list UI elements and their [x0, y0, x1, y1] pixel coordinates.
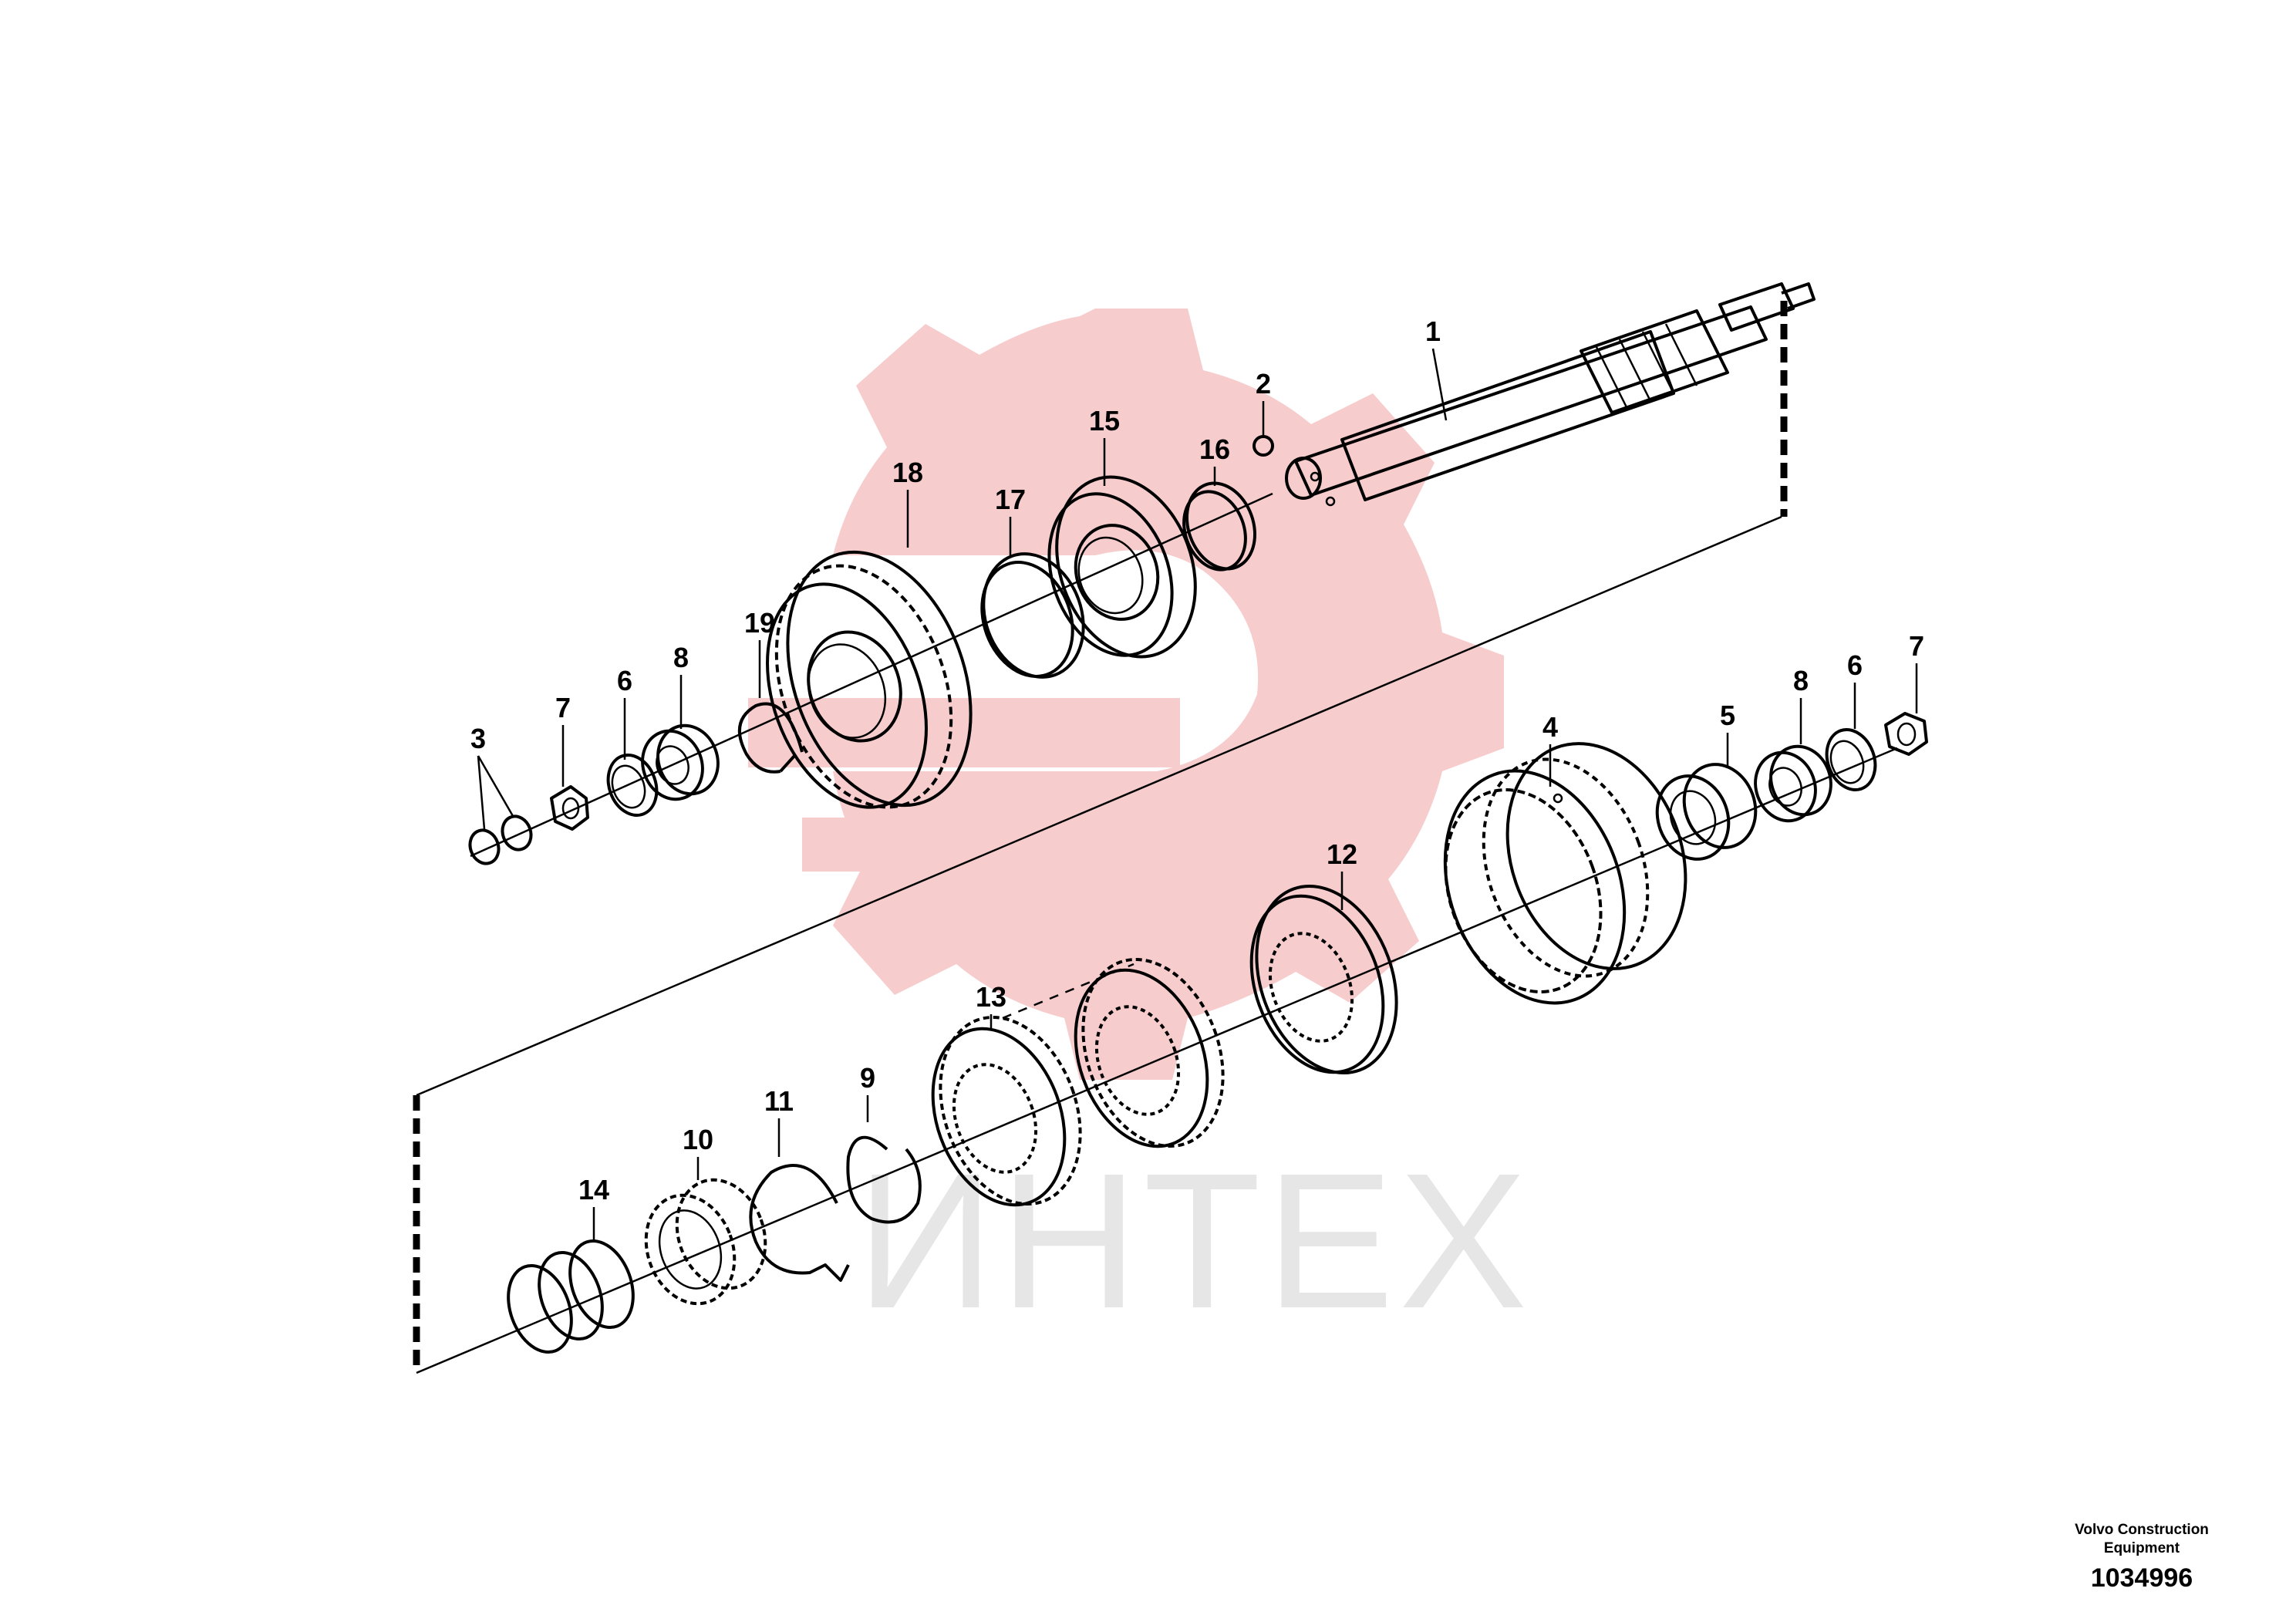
callout-11: 11 [764, 1085, 794, 1117]
leader-lines [477, 348, 1918, 1242]
ring-part-6-lower [1825, 728, 1877, 791]
snap-ring-part-9 [846, 1135, 922, 1224]
o-rings-part-3 [468, 814, 533, 865]
callout-3: 3 [470, 723, 486, 754]
callout-9: 9 [860, 1062, 875, 1094]
callout-8-upper: 8 [673, 642, 689, 673]
callout-13: 13 [976, 981, 1006, 1013]
ring-part-6-upper [606, 754, 659, 817]
drawing-number: 1034996 [2090, 1563, 2193, 1593]
circlip-part-11 [749, 1164, 850, 1282]
callout-2: 2 [1256, 368, 1271, 400]
manufacturer-label: Volvo Construction Equipment [2075, 1522, 2209, 1556]
disc-part-15 [1047, 475, 1197, 659]
callout-6-upper: 6 [617, 665, 632, 696]
disc-pack-part-13 [931, 957, 1225, 1207]
nut-part-7-upper [550, 785, 589, 831]
callout-6-lower: 6 [1847, 649, 1863, 681]
upper-axis-line [470, 492, 1273, 858]
callout-18: 18 [892, 457, 923, 488]
callout-16: 16 [1199, 433, 1230, 465]
callout-17: 17 [995, 484, 1026, 515]
callout-7-lower: 7 [1909, 630, 1924, 662]
lower-axis-line [416, 747, 1898, 1374]
bearing-part-8-upper [641, 723, 720, 801]
callout-5: 5 [1720, 700, 1735, 731]
callout-15: 15 [1089, 405, 1120, 437]
drawing-footer: Volvo Construction Equipment 1034996 [2053, 1521, 2230, 1595]
watermark-text: ИНТЕХ [856, 1133, 1532, 1348]
hub-part-10 [644, 1178, 767, 1306]
springs-part-14 [507, 1239, 635, 1354]
callout-10: 10 [683, 1124, 713, 1155]
callout-19: 19 [744, 607, 775, 639]
drum-part-4 [1443, 742, 1687, 1005]
nut-part-7-lower [1884, 712, 1928, 756]
callout-4: 4 [1542, 711, 1558, 743]
callout-7-upper: 7 [555, 692, 571, 723]
callout-12: 12 [1327, 838, 1357, 870]
bearing-part-8-lower [1754, 744, 1832, 823]
callout-8-lower: 8 [1793, 665, 1809, 696]
gear-part-18 [766, 550, 973, 809]
callout-14: 14 [578, 1174, 609, 1206]
ring-part-17 [980, 552, 1085, 679]
assembly-connector [413, 301, 1788, 1373]
snap-ring-part-19 [738, 702, 804, 774]
shaft-part-1 [1285, 282, 1816, 507]
callout-labels: 1 2 16 15 17 18 19 8 6 7 3 7 6 8 5 4 12 … [470, 315, 1924, 1206]
disc-part-12 [1249, 884, 1398, 1075]
bearing-part-5 [1655, 763, 1758, 861]
callout-1: 1 [1425, 315, 1441, 347]
